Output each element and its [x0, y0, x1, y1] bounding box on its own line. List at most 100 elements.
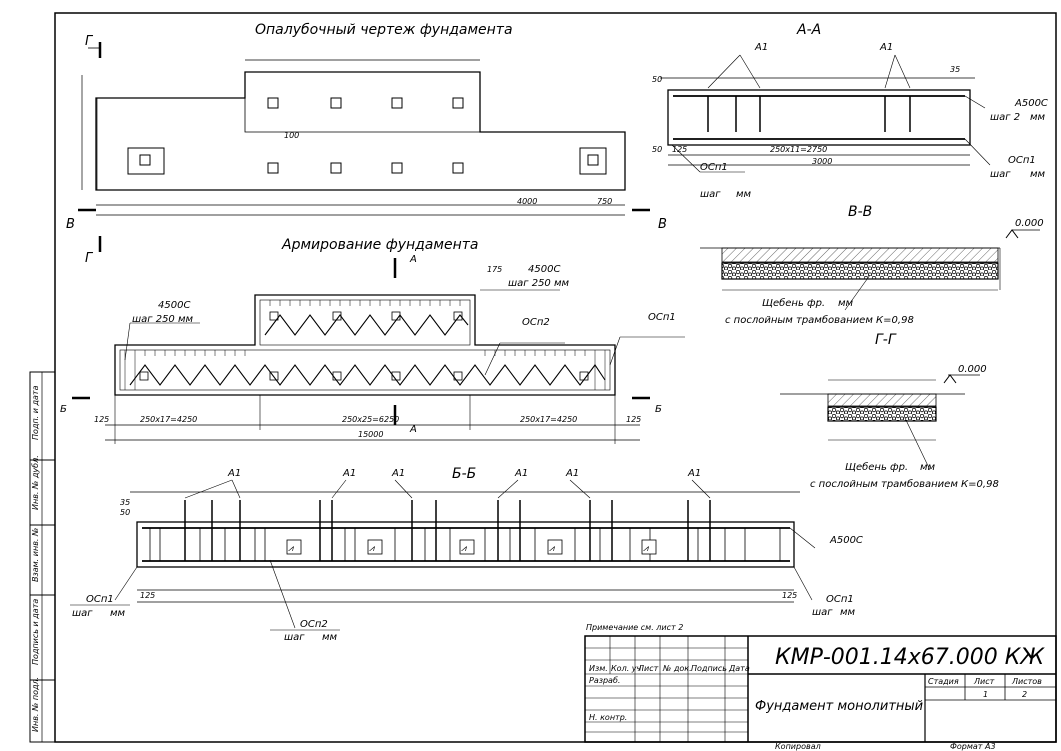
dim-right: 250x17=4250: [520, 415, 577, 424]
dim-left: 250x17=4250: [140, 415, 197, 424]
bb-a1: А1: [227, 468, 241, 479]
dim-total: 15000: [358, 430, 383, 439]
dim-edge-left: 125: [94, 415, 109, 424]
side-stamp-label: Инв. № подл.: [31, 677, 40, 732]
tb-header: Дата: [728, 664, 750, 673]
dim-edge-right: 125: [626, 415, 641, 424]
callout-step-right: шаг 250 мм: [508, 278, 570, 289]
anchor-marks: [127, 97, 607, 175]
dim-100: 100: [284, 131, 299, 140]
sheet-frame: [29, 12, 1057, 743]
svg-text:⩘: ⩘: [549, 544, 555, 554]
vv-compaction: с послойным трамбованием К=0,98: [725, 314, 914, 326]
tb-header: Изм.: [589, 664, 608, 673]
aa-dim-3000: 3000: [812, 157, 832, 166]
section-bb: Б-Б: [70, 466, 863, 643]
cut-label-b-right: Б: [655, 404, 662, 415]
side-stamp-label: Подпись и дата: [31, 599, 40, 665]
aa-osn1-right: ОСп1: [1008, 155, 1036, 166]
vv-gravel-tail: мм: [838, 298, 854, 309]
vv-level: 0.000: [1015, 218, 1044, 229]
svg-text:⩘: ⩘: [461, 544, 467, 554]
aa-dim-125: 125: [672, 145, 687, 154]
cut-label-a-top: А: [409, 254, 417, 265]
callout-osn1: ОСп1: [648, 312, 676, 323]
tb-header: Кол. уч: [611, 664, 642, 673]
svg-text:⩘: ⩘: [369, 544, 375, 554]
gg-level: 0.000: [958, 364, 987, 375]
tb-header: № док.: [662, 664, 692, 673]
aa-dim-35: 35: [950, 65, 960, 74]
bb-a1: А1: [342, 468, 356, 479]
section-gg: Г-Г 0.000 Щебень фр. мм с послойным трам…: [780, 332, 999, 490]
section-vv: В-В 0.000 Щебень фр. мм с послойным трам…: [700, 204, 1044, 326]
cut-label-b-left: Б: [60, 404, 67, 415]
footer-format: Формат А3: [950, 742, 996, 751]
bb-step-left: шаг: [72, 608, 93, 619]
section-gg-title: Г-Г: [875, 332, 897, 348]
bb-a1: А1: [514, 468, 528, 479]
tb-row-developer: Разраб.: [589, 676, 620, 685]
aa-a1-right: А1: [879, 42, 893, 53]
document-name: Фундамент монолитный: [755, 699, 923, 714]
tb-stage: Стадия: [928, 677, 959, 686]
svg-text:⩘: ⩘: [288, 544, 294, 554]
bb-step2: шаг: [284, 632, 305, 643]
bb-dim-125-left: 125: [140, 591, 155, 600]
bb-a500: А500С: [829, 535, 863, 546]
aa-dim-50a: 50: [652, 75, 662, 84]
dim-4000: 4000: [517, 197, 537, 206]
bb-dim-50: 50: [120, 508, 130, 517]
tb-sheet: Лист: [973, 677, 995, 686]
aa-step3-tail: мм: [1030, 169, 1046, 180]
bb-step3: шаг: [812, 607, 833, 618]
section-vv-title: В-В: [848, 204, 872, 220]
bb-dim-125-right: 125: [782, 591, 797, 600]
callout-a500c-right: 4500С: [528, 264, 560, 275]
title-block: Изм. Кол. уч Лист № док. Подпись Дата Ра…: [584, 635, 1057, 743]
tb-header: Подпись: [691, 664, 727, 673]
gg-gravel: Щебень фр.: [845, 461, 908, 473]
section-aa: А-А 250x11=2750 3000 50 50 35 125 А1 А1 …: [652, 22, 1048, 200]
tb-row-norm-control: Н. контр.: [589, 713, 627, 722]
bb-step2-tail: мм: [322, 632, 338, 643]
gg-gravel-tail: мм: [920, 462, 936, 473]
aa-dim-2750: 250x11=2750: [770, 145, 827, 154]
tb-sheets: Листов: [1011, 677, 1042, 686]
side-stamp-label: Взам. инв. №: [31, 528, 40, 582]
callout-step-left: шаг 250 мм: [132, 314, 194, 325]
dim-750: 750: [597, 197, 612, 206]
svg-text:⩘: ⩘: [643, 544, 649, 554]
cut-label-a-bottom: А: [409, 424, 417, 435]
footer-copied: Копировал: [775, 742, 821, 751]
cut-label-g-top: Г: [85, 34, 94, 49]
bb-osn1-left: ОСп1: [86, 594, 114, 605]
vv-gravel: Щебень фр.: [762, 297, 825, 309]
aa-dim-50b: 50: [652, 145, 662, 154]
note: Примечание см. лист 2: [586, 623, 683, 632]
bb-a1: А1: [565, 468, 579, 479]
aa-step1: шаг 2: [990, 112, 1020, 123]
aa-osn1-left: ОСп1: [700, 162, 728, 173]
bb-a1: А1: [391, 468, 405, 479]
bb-step-left-tail: мм: [110, 608, 126, 619]
section-bb-title: Б-Б: [452, 466, 476, 482]
formwork-plan: Опалубочный чертеж фундамента 4000 750 1…: [66, 22, 667, 266]
reinforcement-title: Армирование фундамента: [281, 237, 478, 253]
aa-a1-left: А1: [754, 42, 768, 53]
bb-step3-tail: мм: [840, 607, 856, 618]
aa-step2: шаг: [700, 189, 721, 200]
bb-a1: А1: [687, 468, 701, 479]
gg-compaction: с послойным трамбованием К=0,98: [810, 478, 999, 490]
document-code: КМР-001.14х67.000 КЖ: [775, 645, 1045, 670]
formwork-title: Опалубочный чертеж фундамента: [255, 22, 513, 38]
side-stamp-label: Подп. и дата: [31, 385, 40, 440]
tb-header: Лист: [637, 664, 659, 673]
reinforcement-plan: Армирование фундамента: [60, 237, 685, 444]
cut-label-v-right: В: [658, 217, 667, 232]
section-aa-title: А-А: [796, 22, 821, 38]
cut-label-g-bottom: Г: [85, 251, 94, 266]
bb-dim-35: 35: [120, 498, 130, 507]
dim-175: 175: [487, 265, 502, 274]
side-stamp-label: Инв. № дубл.: [31, 455, 40, 510]
